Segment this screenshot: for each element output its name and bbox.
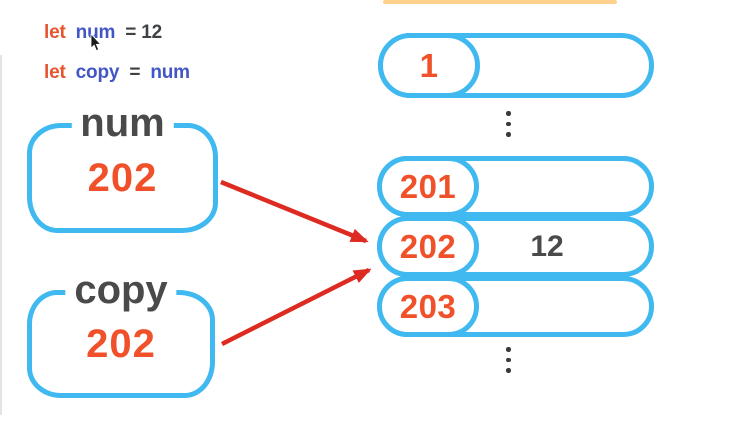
code-keyword: let <box>44 22 66 43</box>
address-pill: 201 <box>377 156 479 217</box>
title-underline <box>383 0 617 4</box>
variable-name-label: copy <box>65 268 177 312</box>
memory-row-203: 203 <box>377 276 654 337</box>
code-assignment: = 12 <box>125 22 162 43</box>
code-snippet: let num = 12 let copy = num <box>44 22 190 102</box>
mouse-pointer-icon <box>90 34 102 52</box>
vertical-ellipsis-icon <box>506 111 511 137</box>
variable-stored-address: 202 <box>86 321 156 366</box>
arrow-num-to-202 <box>220 179 369 244</box>
address-pill: 202 <box>377 216 479 277</box>
address-label: 202 <box>399 227 457 265</box>
code-identifier: num <box>75 22 116 43</box>
variable-name-label: num <box>71 101 174 145</box>
address-label: 1 <box>419 46 439 84</box>
memory-row-1: 1 <box>378 33 654 98</box>
memory-row-202: 202 12 <box>377 216 654 277</box>
address-label: 201 <box>399 167 457 205</box>
code-operator: = <box>129 62 141 83</box>
memory-cell-value: 12 <box>530 229 564 263</box>
address-pill: 203 <box>377 276 479 337</box>
code-line-1: let num = 12 <box>44 22 190 43</box>
memory-row-201: 201 <box>377 156 654 217</box>
variable-box-num: num 202 <box>27 101 218 233</box>
address-label: 203 <box>399 287 457 325</box>
vertical-ellipsis-icon <box>506 347 511 373</box>
code-keyword: let <box>44 62 66 83</box>
address-pill: 1 <box>378 33 480 98</box>
variable-stored-address: 202 <box>87 155 158 200</box>
code-identifier: copy <box>75 62 120 83</box>
code-line-2: let copy = num <box>44 62 190 83</box>
arrow-copy-to-202 <box>220 267 372 347</box>
code-value: num <box>150 62 190 83</box>
variable-box-copy: copy 202 <box>27 268 215 398</box>
screen-edge-artifact <box>0 55 2 415</box>
